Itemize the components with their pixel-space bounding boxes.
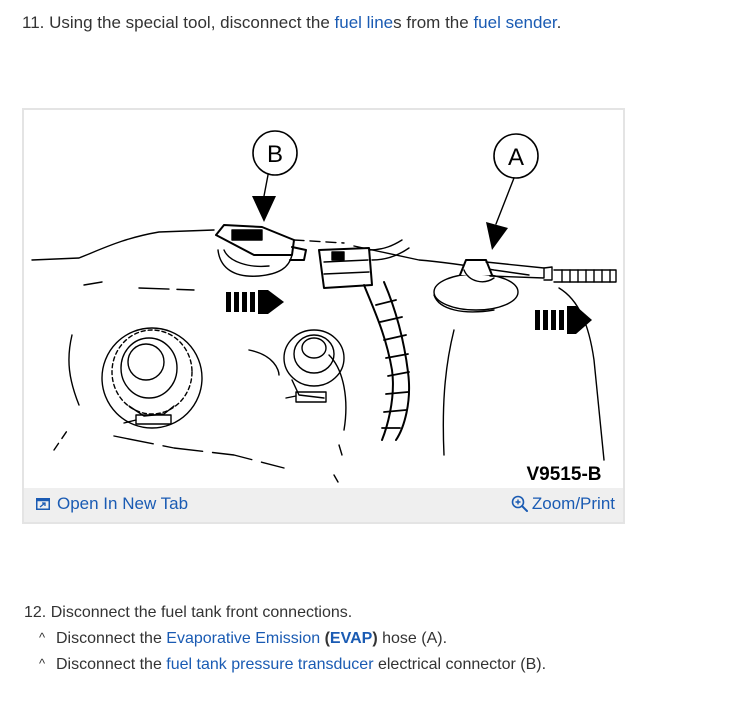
figure-container: B A V9515-B Ope <box>22 108 625 524</box>
fuel-line-link[interactable]: fuel line <box>334 13 394 32</box>
step-11-instruction: 11. Using the special tool, disconnect t… <box>22 12 561 34</box>
bullet-caret: ^ <box>39 630 46 645</box>
evaporative-emission-link[interactable]: Evaporative Emission <box>166 630 321 647</box>
open-tab-label: Open In New Tab <box>57 494 189 513</box>
step-text: . <box>556 13 562 32</box>
list-item: ^ Disconnect the fuel tank pressure trans… <box>24 651 546 677</box>
bullet-text: ) <box>372 630 378 647</box>
fuel-tank-diagram[interactable]: B A V9515-B <box>24 110 623 490</box>
step-number: 11. <box>22 13 45 32</box>
step-number: 12. <box>24 604 47 621</box>
figure-toolbar: Open In New Tab Zoom/Print <box>24 488 623 522</box>
bullet-text: Disconnect the <box>56 656 162 673</box>
bullet-text: ( <box>324 630 330 647</box>
step-text: s from the <box>393 13 469 32</box>
bullet-caret: ^ <box>39 656 46 671</box>
open-tab-icon <box>36 498 50 510</box>
step-12-heading: 12. Disconnect the fuel tank front conne… <box>24 600 546 625</box>
open-in-new-tab-button[interactable]: Open In New Tab <box>36 494 188 514</box>
zoom-print-button[interactable]: Zoom/Print <box>511 494 615 514</box>
fuel-tank-pressure-transducer-link[interactable]: fuel tank pressure transducer <box>166 656 374 673</box>
callout-a-label: A <box>508 144 524 171</box>
zoom-print-label: Zoom/Print <box>531 494 615 513</box>
step-text: Using the special tool, disconnect the <box>49 13 330 32</box>
bullet-text: hose (A). <box>382 630 448 647</box>
step-text: Disconnect the fuel tank front connectio… <box>50 604 353 621</box>
zoom-in-icon <box>511 495 528 512</box>
step-12-instruction: 12. Disconnect the fuel tank front conne… <box>24 600 546 677</box>
list-item: ^ Disconnect the Evaporative Emission (EV… <box>24 625 546 651</box>
bullet-text: electrical connector (B). <box>377 656 547 673</box>
callout-b-label: B <box>267 141 283 168</box>
evap-link[interactable]: EVAP <box>329 630 373 647</box>
fuel-sender-link[interactable]: fuel sender <box>473 13 557 32</box>
figure-code-label: V9515-B <box>527 464 602 485</box>
bullet-text: Disconnect the <box>56 630 162 647</box>
